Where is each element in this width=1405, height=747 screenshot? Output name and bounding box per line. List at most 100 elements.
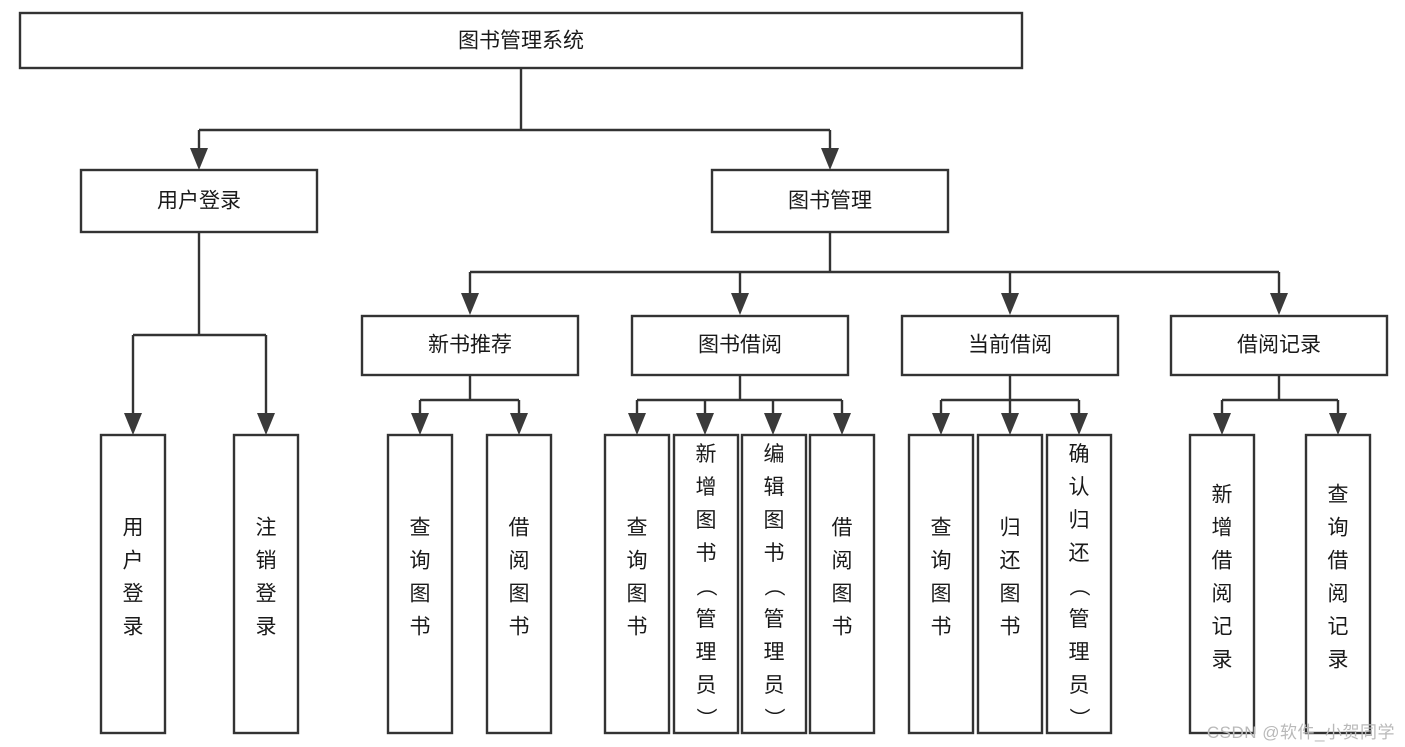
leaf-glyph: 销 bbox=[256, 550, 277, 573]
leaf-glyph: 录 bbox=[123, 616, 144, 639]
node-new-book-rec[interactable]: 新书推荐 bbox=[360, 314, 580, 377]
node-leaf-return-book[interactable] bbox=[976, 433, 1044, 735]
leaf-glyph: 书 bbox=[764, 542, 785, 565]
leaf-glyph: ） bbox=[762, 708, 785, 729]
leaf-glyph: 借 bbox=[1328, 550, 1349, 573]
leaf-glyph: 新 bbox=[1212, 484, 1233, 507]
leaf-glyph: 录 bbox=[256, 616, 277, 639]
node-current-borrow-box[interactable] bbox=[900, 314, 1120, 377]
arrow-head-leaf-edit-book bbox=[764, 413, 782, 435]
arrow-head-leaf-add-book bbox=[696, 413, 714, 435]
leaf-glyph: 书 bbox=[1000, 616, 1021, 639]
arrow-head-leaf-query-record bbox=[1329, 413, 1347, 435]
node-borrow-record[interactable]: 借阅记录 bbox=[1169, 314, 1389, 377]
arrow-head-leaf-add-record bbox=[1213, 413, 1231, 435]
leaf-glyph: （ bbox=[762, 576, 785, 597]
arrow-head-leaf-query-book-3 bbox=[932, 413, 950, 435]
node-leaf-add-record[interactable] bbox=[1188, 433, 1256, 735]
arrow-head-user-login bbox=[190, 148, 208, 170]
arrow-head-leaf-query-book-1 bbox=[411, 413, 429, 435]
node-leaf-query-book-2[interactable] bbox=[603, 433, 671, 735]
leaf-glyph: 理 bbox=[696, 641, 717, 664]
node-leaf-edit-book-box[interactable] bbox=[740, 433, 808, 735]
connector-layer bbox=[124, 68, 1347, 435]
node-leaf-return-book-box[interactable] bbox=[976, 433, 1044, 735]
leaf-glyph: 认 bbox=[1069, 476, 1090, 499]
leaf-glyph: 书 bbox=[410, 616, 431, 639]
node-leaf-query-book-1-box[interactable] bbox=[386, 433, 454, 735]
node-leaf-query-book-3[interactable] bbox=[907, 433, 975, 735]
leaf-glyph: 辑 bbox=[764, 476, 785, 499]
leaf-glyph: 确 bbox=[1069, 443, 1090, 466]
node-leaf-add-book-box[interactable] bbox=[672, 433, 740, 735]
node-root[interactable]: 图书管理系统 bbox=[18, 11, 1024, 70]
leaf-glyph: 记 bbox=[1212, 616, 1233, 639]
node-borrow-record-label: 借阅记录 bbox=[1237, 334, 1321, 357]
node-leaf-query-book-3-box[interactable] bbox=[907, 433, 975, 735]
node-leaf-confirm-return[interactable] bbox=[1045, 433, 1113, 735]
node-book-borrow-box[interactable] bbox=[630, 314, 850, 377]
node-user-login-label: 用户登录 bbox=[157, 190, 241, 213]
arrow-head-new-book-rec bbox=[461, 293, 479, 315]
leaf-glyph: 图 bbox=[832, 583, 853, 606]
node-leaf-borrow-book-2[interactable] bbox=[808, 433, 876, 735]
leaf-glyph: 还 bbox=[1000, 550, 1021, 573]
leaf-glyph: 书 bbox=[832, 616, 853, 639]
node-leaf-user-logout-box[interactable] bbox=[232, 433, 300, 735]
node-leaf-borrow-book-1-box[interactable] bbox=[485, 433, 553, 735]
node-book-borrow[interactable]: 图书借阅 bbox=[630, 314, 850, 377]
leaf-glyph: （ bbox=[694, 576, 717, 597]
node-book-manage-box[interactable] bbox=[710, 168, 950, 234]
leaf-glyph: 询 bbox=[410, 550, 431, 573]
node-leaf-user-login-box[interactable] bbox=[99, 433, 167, 735]
leaf-glyph: 阅 bbox=[1212, 583, 1233, 606]
node-leaf-user-logout[interactable] bbox=[232, 433, 300, 735]
node-leaf-query-record[interactable] bbox=[1304, 433, 1372, 735]
node-user-login-box[interactable] bbox=[79, 168, 319, 234]
leaf-glyph: 询 bbox=[627, 550, 648, 573]
node-current-borrow[interactable]: 当前借阅 bbox=[900, 314, 1120, 377]
node-leaf-add-record-box[interactable] bbox=[1188, 433, 1256, 735]
leaf-glyph: ） bbox=[694, 708, 717, 729]
leaf-glyph: 查 bbox=[1328, 484, 1349, 507]
node-user-login[interactable]: 用户登录 bbox=[79, 168, 319, 234]
node-leaf-confirm-return-box[interactable] bbox=[1045, 433, 1113, 735]
node-root-label: 图书管理系统 bbox=[458, 30, 584, 53]
leaf-glyph: 注 bbox=[256, 517, 277, 540]
node-leaf-add-book[interactable] bbox=[672, 433, 740, 735]
leaf-glyph: 员 bbox=[696, 674, 717, 697]
node-book-manage[interactable]: 图书管理 bbox=[710, 168, 950, 234]
node-leaf-borrow-book-1[interactable] bbox=[485, 433, 553, 735]
leaf-glyph: 书 bbox=[627, 616, 648, 639]
node-leaf-query-book-1[interactable] bbox=[386, 433, 454, 735]
node-borrow-record-box[interactable] bbox=[1169, 314, 1389, 377]
node-leaf-edit-book[interactable] bbox=[740, 433, 808, 735]
leaf-glyph: 查 bbox=[410, 517, 431, 540]
leaf-glyph: 阅 bbox=[509, 550, 530, 573]
node-root-box[interactable] bbox=[18, 11, 1024, 70]
leaf-glyph: 图 bbox=[931, 583, 952, 606]
arrow-head-leaf-user-logout bbox=[257, 413, 275, 435]
node-leaf-user-login[interactable] bbox=[99, 433, 167, 735]
leaf-glyph: 图 bbox=[627, 583, 648, 606]
leaf-glyph: 员 bbox=[764, 674, 785, 697]
leaf-glyph: 登 bbox=[256, 583, 277, 606]
leaf-glyph: 登 bbox=[123, 583, 144, 606]
leaf-glyph: 询 bbox=[931, 550, 952, 573]
node-leaf-query-record-box[interactable] bbox=[1304, 433, 1372, 735]
node-leaf-borrow-book-2-box[interactable] bbox=[808, 433, 876, 735]
leaf-glyph: 借 bbox=[509, 517, 530, 540]
node-new-book-rec-box[interactable] bbox=[360, 314, 580, 377]
node-leaf-query-book-2-box[interactable] bbox=[603, 433, 671, 735]
